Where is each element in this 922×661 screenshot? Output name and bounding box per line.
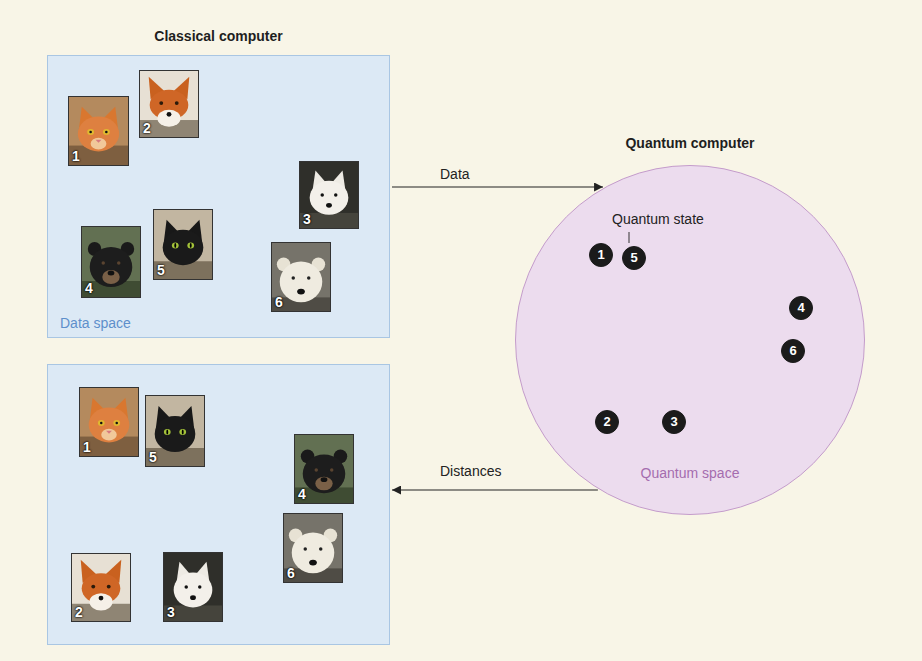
flow-arrow	[392, 489, 598, 490]
flow-arrow	[392, 186, 603, 187]
text-slot: 2	[143, 120, 151, 136]
text-slot: Data space	[60, 315, 131, 331]
text-slot: 4	[298, 486, 306, 502]
text-slot: 4	[85, 280, 93, 296]
photo-picture	[284, 514, 342, 582]
panel-heading: Classical computer	[48, 28, 389, 44]
callout-number: 6	[777, 339, 809, 363]
text-slot: 3	[303, 211, 311, 227]
text-slot: Quantum computer	[515, 135, 865, 151]
callout-number: 4	[785, 296, 817, 320]
circle-heading: Quantum computer	[515, 135, 865, 151]
animal-photo: 1	[68, 96, 129, 166]
animal-photo: 4	[81, 226, 141, 298]
text-slot: 3	[167, 604, 175, 620]
text-slot: 1	[72, 148, 80, 164]
animal-photo: 4	[294, 434, 354, 504]
text-slot: 2	[591, 410, 623, 434]
callout-number: 2	[591, 410, 623, 434]
quantum-state-dot: 1	[585, 243, 617, 267]
text-slot: 5	[618, 246, 650, 270]
text-slot: 3	[658, 410, 690, 434]
callout-number: 3	[303, 211, 311, 227]
animal-photo: 1	[79, 387, 139, 457]
text-slot: 5	[157, 262, 165, 278]
callout-number: 6	[275, 294, 283, 310]
photo-picture	[140, 71, 198, 137]
animal-photo: 3	[163, 552, 223, 622]
text-slot: 5	[149, 449, 157, 465]
leader-line	[629, 232, 630, 243]
callout-number: 4	[298, 486, 306, 502]
animal-photo: 2	[71, 553, 131, 622]
photo-picture	[80, 388, 138, 456]
animal-photo: 6	[271, 242, 331, 312]
space-label: Quantum space	[515, 465, 865, 481]
state-label: Quantum state	[612, 211, 704, 227]
callout-number: 2	[143, 120, 151, 136]
photo-picture	[164, 553, 222, 621]
quantum-state-dot: 3	[658, 410, 690, 434]
callout-number: 5	[149, 449, 157, 465]
text-slot: 4	[785, 296, 817, 320]
animal-photo: 6	[283, 513, 343, 583]
text-slot: Quantum space	[515, 465, 865, 481]
photo-picture	[154, 210, 212, 279]
space-label: Data space	[60, 315, 131, 331]
quantum-state-dot: 6	[777, 339, 809, 363]
animal-photo: 3	[299, 161, 359, 229]
edge-label: Data	[440, 166, 470, 182]
text-slot: 1	[585, 243, 617, 267]
text-slot: 2	[75, 604, 83, 620]
quantum-state-dot: 4	[785, 296, 817, 320]
quantum-state-dot: 2	[591, 410, 623, 434]
callout-number: 5	[618, 246, 650, 270]
computer-panel: Classical computerData space123456	[47, 55, 390, 338]
photo-picture	[300, 162, 358, 228]
photo-picture	[82, 227, 140, 297]
text-slot: 1	[83, 439, 91, 455]
callout-number: 1	[83, 439, 91, 455]
photo-picture	[69, 97, 128, 165]
circle-outline	[516, 166, 865, 515]
computer-panel: 1 5 4 6 2 3	[47, 364, 390, 645]
animal-photo: 5	[145, 395, 205, 467]
callout-number: 2	[75, 604, 83, 620]
quantum-state-dot: 5	[618, 246, 650, 270]
edge-label: Distances	[440, 463, 501, 479]
callout-number: 3	[167, 604, 175, 620]
text-slot: 6	[777, 339, 809, 363]
callout-number: 3	[658, 410, 690, 434]
photo-picture	[272, 243, 330, 311]
callout-number: 6	[287, 565, 295, 581]
callout-number: 1	[72, 148, 80, 164]
animal-photo: 5	[153, 209, 213, 280]
animal-photo: 2	[139, 70, 199, 138]
photo-picture	[146, 396, 204, 466]
photo-picture	[72, 554, 130, 621]
photo-picture	[295, 435, 353, 503]
text-slot: Classical computer	[48, 28, 389, 44]
text-slot: 6	[275, 294, 283, 310]
text-slot: 6	[287, 565, 295, 581]
callout-number: 4	[85, 280, 93, 296]
callout-number: 1	[585, 243, 617, 267]
callout-number: 5	[157, 262, 165, 278]
